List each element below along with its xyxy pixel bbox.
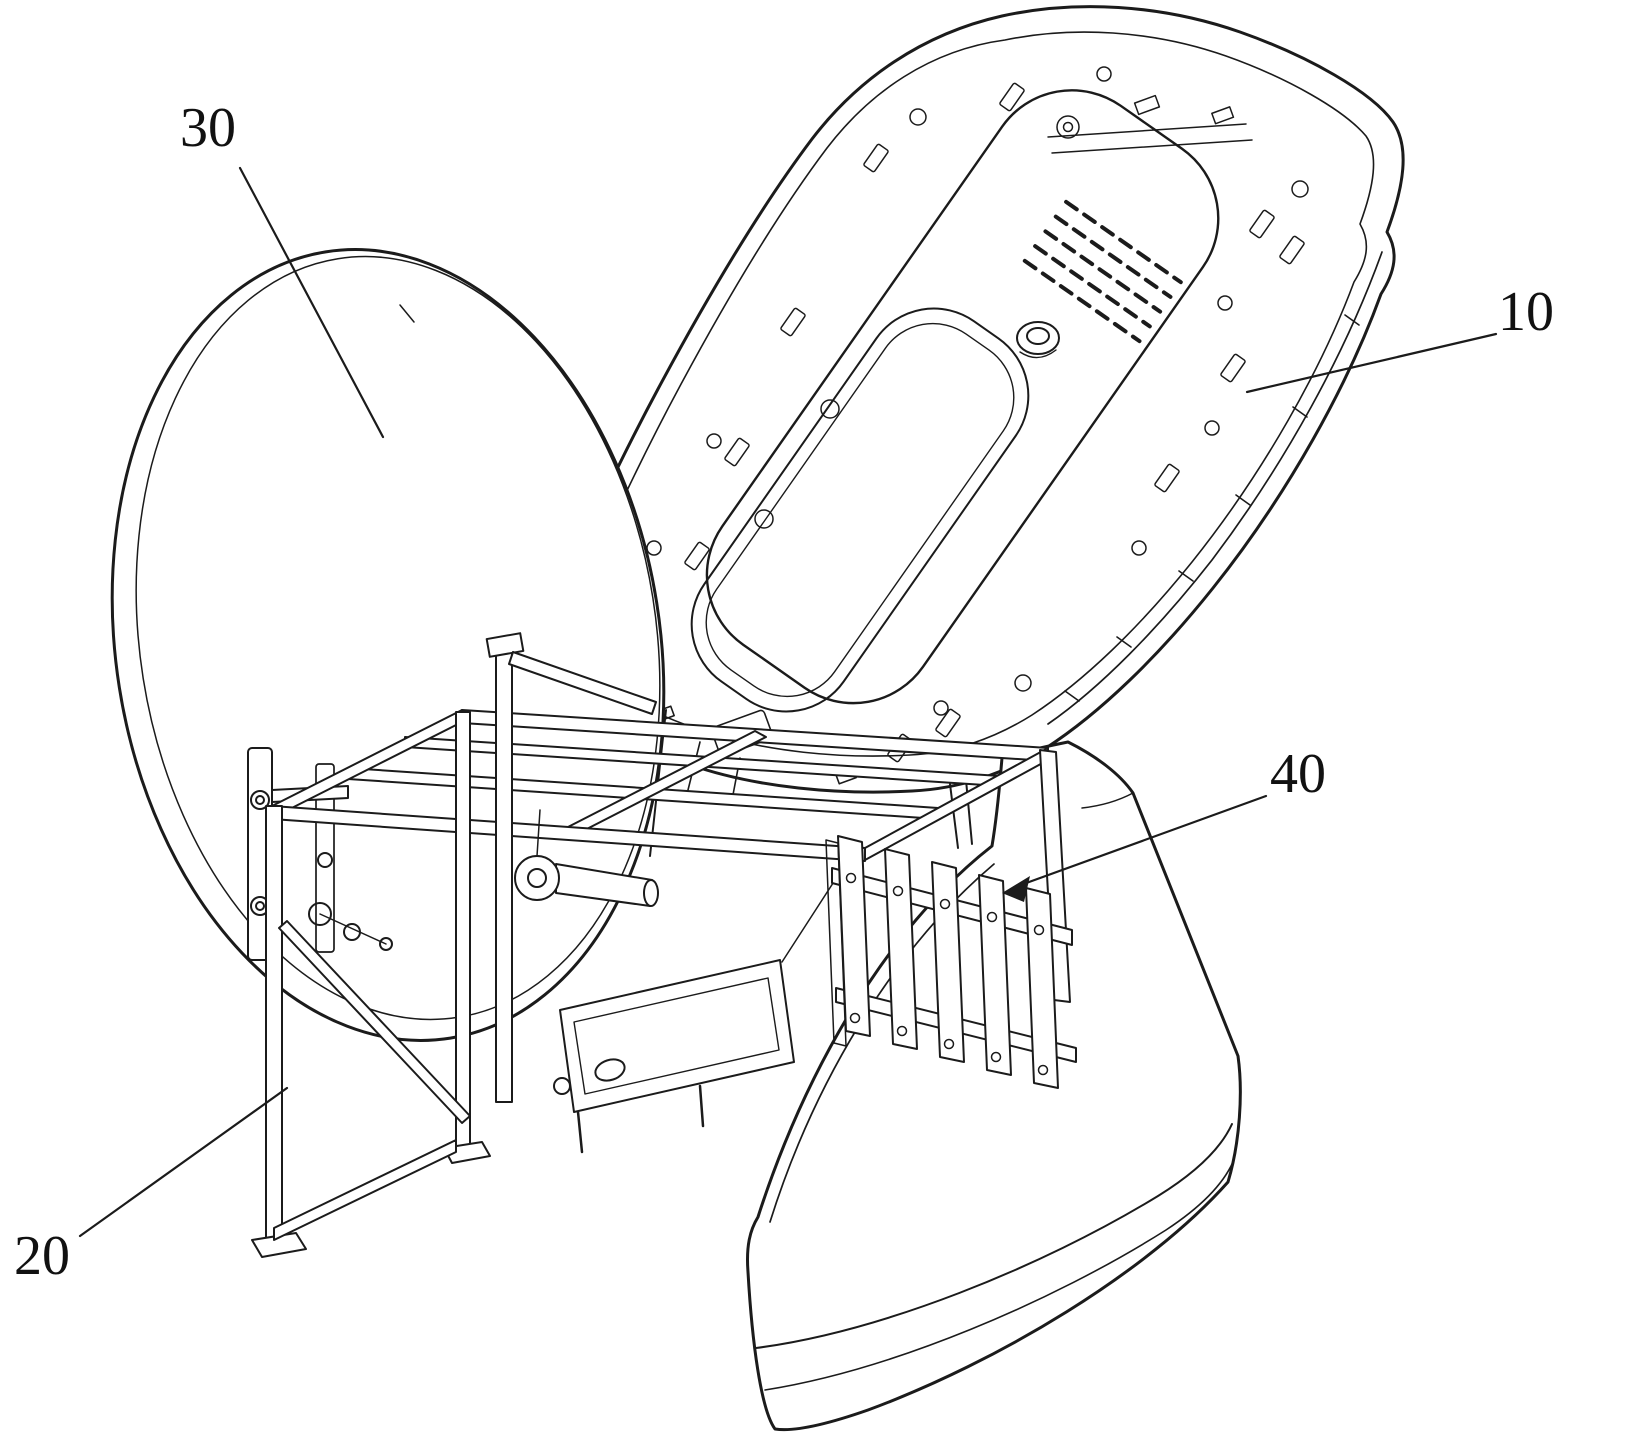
seat-frame-drawing — [247, 632, 1049, 1258]
backrest-recess-inner — [705, 322, 1015, 698]
reference-labels: 30 10 40 20 — [14, 97, 1554, 1287]
backrest-panel-outline — [705, 89, 1220, 705]
adjustment-knob — [1016, 321, 1060, 359]
frame-rails — [271, 709, 1049, 862]
seam-tick-marks — [1064, 314, 1360, 702]
label-part-40: 40 — [1270, 743, 1326, 805]
bracket-slats-drawing — [825, 749, 1077, 1089]
backrest-shell-drawing — [540, 5, 1405, 857]
leader-lines — [78, 166, 1498, 1238]
label-part-20: 20 — [14, 1225, 70, 1287]
base-top-edge — [1081, 792, 1134, 809]
label-part-30: 30 — [180, 97, 236, 159]
leader-arrowhead-40 — [1002, 876, 1030, 902]
bracket-slat — [837, 835, 1059, 1089]
base-plinth-lower — [764, 1161, 1234, 1391]
backrest-recess-outline — [690, 307, 1030, 713]
leader-line-20 — [78, 1086, 289, 1238]
lower-subframe — [553, 879, 836, 1154]
top-latch-detail — [1047, 94, 1253, 154]
frame-legs — [251, 711, 491, 1258]
leader-line-30 — [238, 166, 385, 439]
leader-line-40 — [1016, 794, 1268, 888]
actuator-motor — [514, 809, 659, 907]
base-plinth-upper — [755, 1123, 1233, 1349]
slat-holes — [845, 872, 1049, 1076]
side-seam-line — [1047, 251, 1383, 725]
backrest-support-post — [485, 632, 657, 1103]
vent-slots — [1022, 199, 1183, 344]
leader-line-10 — [1245, 332, 1498, 394]
label-part-10: 10 — [1498, 281, 1554, 343]
bracket-side-plate — [825, 839, 847, 1047]
side-panel-notch — [399, 304, 415, 323]
